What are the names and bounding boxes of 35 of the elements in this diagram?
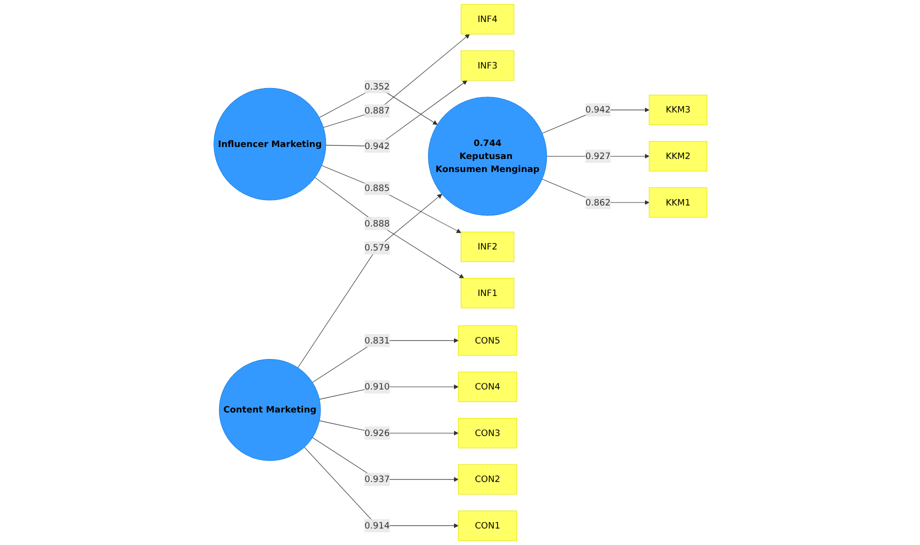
edge-label: 0.579 — [364, 242, 390, 253]
edge-label: 0.927 — [584, 150, 610, 162]
edge-label: 0.831 — [364, 335, 390, 346]
edge-label: 0.910 — [364, 381, 390, 392]
edge-label: 0.888 — [364, 218, 390, 229]
node-circle: Influencer Marketing — [213, 88, 326, 200]
node-box: INF1 — [460, 278, 514, 308]
node-box: INF4 — [460, 4, 514, 34]
arrow — [304, 446, 458, 528]
arrow — [320, 165, 461, 234]
edge-label: 0.926 — [364, 428, 390, 438]
node-box: INF3 — [460, 50, 514, 81]
node-box: CON5 — [458, 325, 517, 356]
node-box: INF2 — [460, 232, 514, 262]
arrow — [314, 177, 464, 278]
edge-label: 0.352 — [364, 81, 390, 92]
arrow — [322, 34, 470, 128]
arrow — [297, 194, 442, 368]
node-circle: 0.744 Keputusan Konsumen Menginap — [428, 96, 547, 216]
node-box: KKM2 — [648, 141, 707, 172]
edge-label: 0.885 — [364, 182, 390, 194]
node-circle: Content Marketing — [218, 359, 320, 461]
edge-label: 0.937 — [364, 474, 390, 484]
edge-label: 0.942 — [584, 104, 610, 115]
edge-label: 0.914 — [364, 520, 390, 531]
node-box: KKM3 — [648, 94, 707, 126]
node-box: CON3 — [458, 418, 517, 448]
node-box: CON1 — [458, 510, 517, 541]
edge-label: 0.887 — [364, 105, 390, 116]
edge-label: 0.862 — [584, 197, 610, 208]
edge-label: 0.942 — [364, 140, 390, 152]
node-box: CON4 — [458, 372, 517, 402]
node-box: KKM1 — [648, 187, 707, 218]
node-box: CON2 — [458, 464, 517, 495]
arrow — [325, 80, 467, 146]
